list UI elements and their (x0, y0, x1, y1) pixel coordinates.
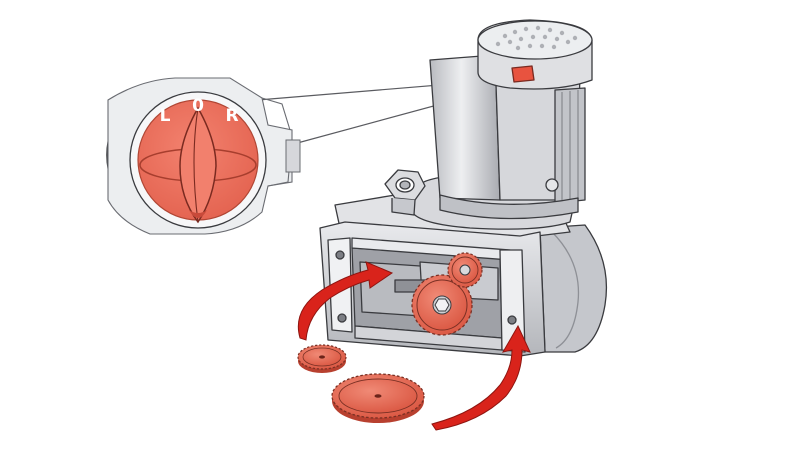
curved-arrow-icon (431, 324, 531, 431)
installed-gear-large (411, 274, 473, 336)
loose-gear-small (297, 344, 347, 373)
dial-label-center: 0 (192, 96, 204, 116)
installed-gear-small (447, 252, 483, 288)
magnified-switch-callout: L 0 R (106, 77, 301, 235)
curved-arrow-icon (297, 261, 394, 341)
dial-label-right: R (225, 106, 238, 126)
loose-gear-large (331, 373, 425, 423)
motor (429, 19, 593, 220)
dial-label-left: L (160, 106, 171, 126)
rotary-selector-dial-icon (137, 99, 259, 224)
